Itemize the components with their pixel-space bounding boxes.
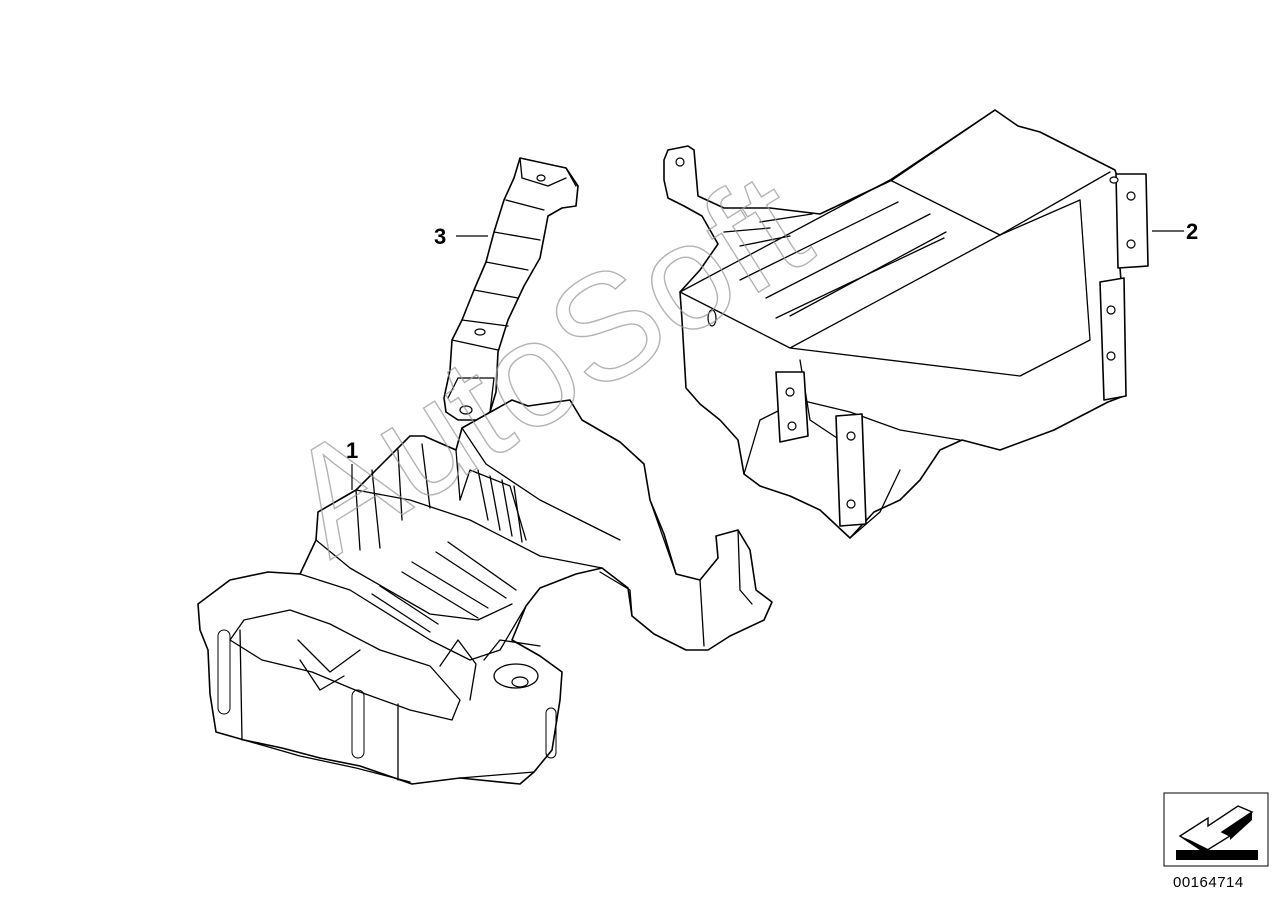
badge-frame — [1163, 792, 1269, 867]
corner-badge — [1163, 792, 1269, 867]
callout-number-3: 3 — [434, 224, 446, 249]
callout-number-2: 2 — [1186, 219, 1198, 244]
part-1-holder — [197, 399, 773, 785]
diagram-code: 00164714 — [1173, 874, 1244, 891]
callout-1: 1 — [346, 438, 358, 490]
callout-3: 3 — [434, 224, 488, 249]
part-2-housing-bracket — [663, 109, 1149, 539]
direction-arrow-icon — [1176, 805, 1258, 860]
callout-2: 2 — [1152, 219, 1198, 244]
part-3-strut — [443, 157, 579, 421]
callout-number-1: 1 — [346, 438, 358, 463]
